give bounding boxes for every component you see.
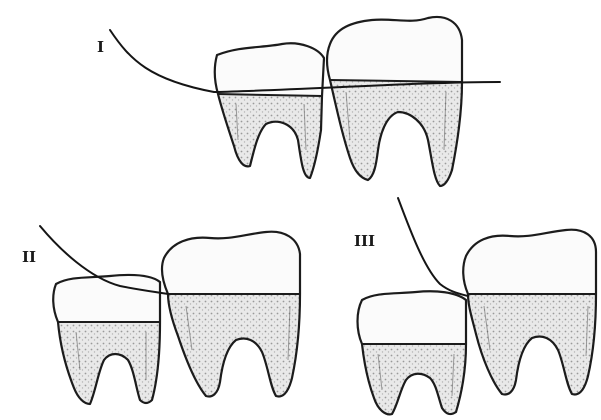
panel-2: II bbox=[22, 226, 300, 404]
panel-3-left-tooth bbox=[358, 291, 467, 414]
panel-2-left-tooth bbox=[53, 275, 160, 404]
panel-2-label: II bbox=[22, 248, 36, 266]
panel-3: III bbox=[354, 198, 596, 414]
panel-1-left-tooth bbox=[215, 43, 324, 178]
panel-1: I bbox=[97, 17, 500, 186]
panel-1-right-tooth bbox=[327, 17, 462, 186]
panel-3-label: III bbox=[354, 232, 375, 250]
panel-3-guide-line bbox=[398, 198, 468, 296]
panel-1-label: I bbox=[97, 38, 104, 56]
panel-3-right-tooth bbox=[463, 230, 596, 395]
panel-2-right-tooth bbox=[162, 232, 300, 397]
